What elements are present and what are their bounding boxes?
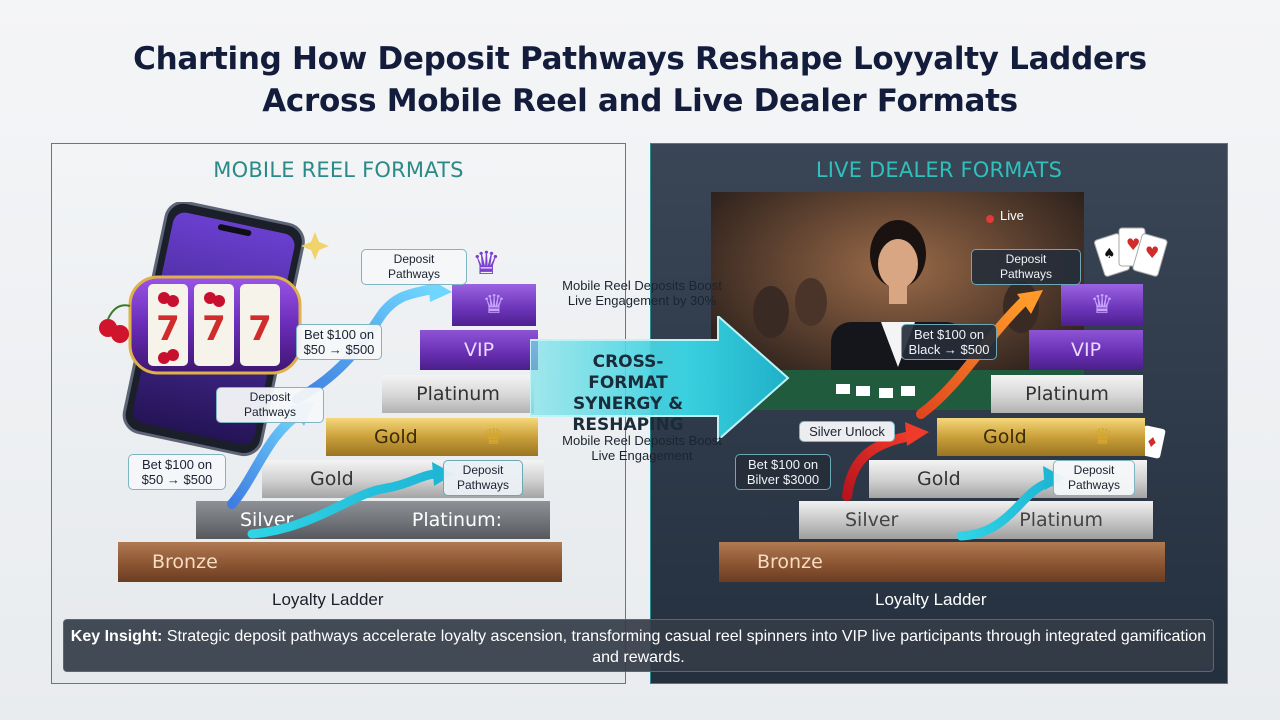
left-tag-deposit-mid: Deposit Pathways bbox=[216, 387, 324, 423]
right-step-platinum-top-label: Platinum bbox=[1025, 383, 1109, 405]
left-step-gold-label: Gold bbox=[374, 426, 418, 448]
right-step-silver-label: Silver bbox=[845, 509, 899, 531]
left-tag-deposit-top: Deposit Pathways bbox=[361, 249, 467, 285]
live-dealer-heading: LIVE DEALER FORMATS bbox=[815, 158, 1063, 182]
right-pathway-arrows bbox=[842, 290, 1065, 541]
title-line-2: Across Mobile Reel and Live Dealer Forma… bbox=[262, 83, 1018, 119]
right-step-platinum-top: Platinum bbox=[991, 375, 1143, 413]
right-step-vip-label: VIP bbox=[1070, 339, 1102, 361]
left-step-platinum-top-label: Platinum bbox=[416, 383, 500, 405]
right-step-crown: ♛ bbox=[1061, 284, 1143, 326]
right-step-gold-mid-label: Gold bbox=[917, 468, 961, 490]
reel-symbol-3: 7 bbox=[248, 309, 272, 349]
left-ladder-label: Loyalty Ladder bbox=[272, 590, 384, 609]
key-insight-text: Strategic deposit pathways accelerate lo… bbox=[166, 628, 1207, 666]
right-tag-silver-unlock: Silver Unlock bbox=[799, 421, 895, 442]
left-step-platinum-top: Platinum bbox=[382, 375, 534, 413]
left-step-gold: Gold ♛ bbox=[326, 418, 538, 456]
right-crown-icon: ♛ bbox=[1090, 290, 1114, 320]
svg-text:♥: ♥ bbox=[1145, 243, 1159, 262]
center-top-text: Mobile Reel Deposits Boost Live Engageme… bbox=[562, 278, 722, 308]
center-bottom-text: Mobile Reel Deposits Boost Live Engageme… bbox=[562, 433, 722, 463]
right-tag-bet-low: Bet $100 on Bilver $3000 bbox=[735, 454, 831, 490]
svg-text:♠: ♠ bbox=[1103, 246, 1116, 262]
right-tag-bet-top: Bet $100 on Black → $500 bbox=[901, 324, 997, 360]
left-tag-deposit-low: Deposit Pathways bbox=[443, 460, 523, 496]
right-step-vip: VIP bbox=[1029, 330, 1143, 370]
right-step-bronze: Bronze bbox=[719, 542, 1165, 582]
key-insight-box: Key Insight: Strategic deposit pathways … bbox=[63, 619, 1214, 672]
left-step-crown: ♛ bbox=[452, 284, 536, 326]
left-crown-small-icon: ♛ bbox=[483, 424, 504, 450]
left-step-bronze-label: Bronze bbox=[152, 551, 218, 573]
left-tag-bet-top: Bet $100 on $50 → $500 bbox=[296, 324, 382, 360]
mobile-reel-heading: MOBILE REEL FORMATS bbox=[213, 158, 464, 182]
left-step-platinum-label: Platinum: bbox=[411, 509, 502, 531]
left-step-vip: VIP bbox=[420, 330, 538, 370]
right-step-bronze-label: Bronze bbox=[757, 551, 823, 573]
title-line-1: Charting How Deposit Pathways Reshape Lo… bbox=[133, 41, 1147, 77]
left-step-gold-mid-label: Gold bbox=[310, 468, 354, 490]
playing-cards-icon: ♥ ♥ ♠ bbox=[1094, 227, 1168, 277]
reel-symbol-1: 7 bbox=[156, 309, 180, 349]
right-tag-deposit-low: Deposit Pathways bbox=[1053, 460, 1135, 496]
live-badge: Live bbox=[1000, 208, 1024, 223]
reel-symbol-2: 7 bbox=[202, 309, 226, 349]
svg-text:♥: ♥ bbox=[1126, 235, 1140, 254]
cross-format-synergy-label: CROSS-FORMAT SYNERGY & RESHAPING bbox=[572, 352, 684, 435]
right-step-gold: Gold ♛ bbox=[937, 418, 1145, 456]
right-step-platinum-label: Platinum bbox=[1019, 509, 1103, 531]
right-tag-deposit-top: Deposit Pathways bbox=[971, 249, 1081, 285]
left-tag-bet-low: Bet $100 on $50 → $500 bbox=[128, 454, 226, 490]
left-step-vip-label: VIP bbox=[463, 339, 495, 361]
left-crown-icon: ♛ bbox=[482, 290, 506, 320]
right-step-gold-label: Gold bbox=[983, 426, 1027, 448]
key-insight-label: Key Insight: bbox=[70, 628, 163, 645]
right-ladder-label: Loyalty Ladder bbox=[875, 590, 987, 609]
right-crown-small-icon: ♛ bbox=[1092, 424, 1113, 450]
left-step-bronze: Bronze bbox=[118, 542, 562, 582]
page-title: Charting How Deposit Pathways Reshape Lo… bbox=[0, 38, 1280, 122]
cross-format-arrow bbox=[530, 316, 790, 443]
left-crown-top-icon: ♛ bbox=[472, 245, 501, 281]
